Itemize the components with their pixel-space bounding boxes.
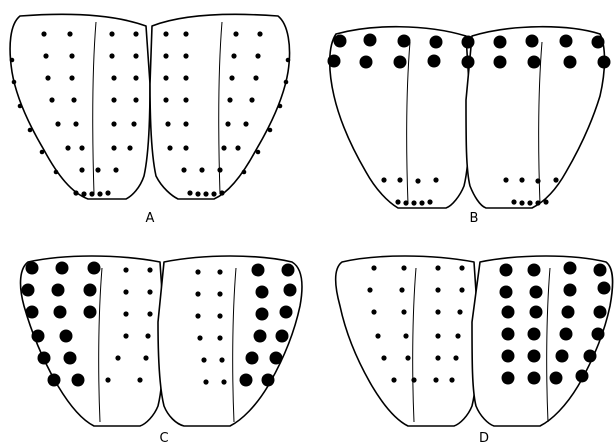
- panel-d-right-half-outline: [472, 256, 613, 426]
- panel-d-label: D: [479, 431, 489, 445]
- panel-a: A: [10, 14, 291, 226]
- panel-b-right-half-outline: [466, 27, 605, 208]
- panel-b-label: B: [470, 211, 479, 226]
- panel-d: D: [336, 256, 613, 445]
- panel-a-label: A: [146, 211, 155, 226]
- panel-c: C: [21, 256, 302, 445]
- panel-d-left-half-outline: [336, 256, 478, 426]
- panel-b: B: [328, 27, 611, 226]
- panel-c-label: C: [159, 431, 168, 445]
